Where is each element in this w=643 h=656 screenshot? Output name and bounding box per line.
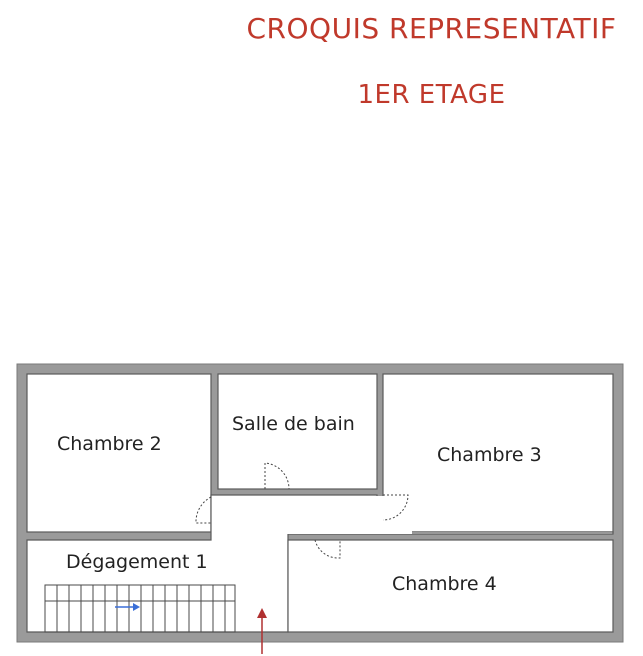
door-swing-chambre-3 [382,494,409,521]
corridor-fill-lower [212,533,287,631]
entrance-arrow [257,608,267,654]
label-chambre-3: Chambre 3 [437,444,542,466]
door-swing-bathroom [264,462,290,490]
label-chambre-4: Chambre 4 [392,573,497,595]
plan-title: CROQUIS REPRESENTATIF [246,12,617,45]
floor-subtitle: 1ER ETAGE [357,80,506,110]
room-salle-de-bain [217,373,378,490]
door-swing-chambre-4 [314,539,341,559]
room-chambre-3 [382,373,614,533]
staircase [44,584,236,633]
label-salle-de-bain: Salle de bain [232,413,355,435]
door-swing-chambre-2 [195,496,212,524]
corridor-fill [212,496,412,534]
room-chambre-2 [26,373,212,533]
label-chambre-2: Chambre 2 [57,433,162,455]
stair-direction-arrow [115,603,140,611]
label-degagement-1: Dégagement 1 [66,551,208,573]
room-chambre-4 [287,539,614,633]
